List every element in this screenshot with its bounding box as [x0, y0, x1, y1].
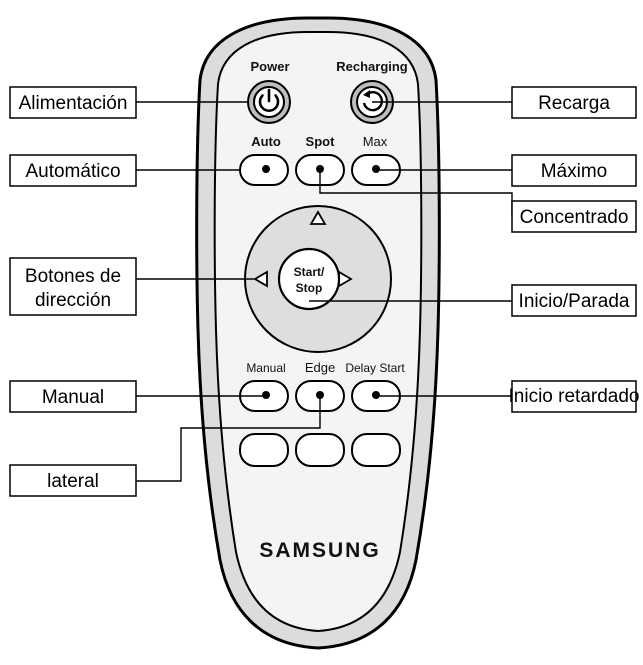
manual-button-dot — [262, 391, 270, 399]
left-arrow-icon[interactable] — [253, 270, 268, 288]
max-button-label: Max — [363, 134, 388, 149]
recharging-button-label: Recharging — [336, 59, 408, 74]
auto-button-label: Auto — [251, 134, 281, 149]
label-recarga: Recarga — [538, 93, 610, 114]
delay-start-button-label: Delay Start — [345, 361, 405, 375]
label-botones-line2: dirección — [35, 290, 111, 311]
delay-start-button-dot — [372, 391, 380, 399]
start-stop-button[interactable] — [277, 247, 341, 311]
label-box-recarga — [511, 86, 637, 119]
up-arrow-icon[interactable] — [309, 210, 327, 225]
label-box-manual — [9, 380, 137, 413]
power-button-label: Power — [250, 59, 289, 74]
power-icon — [258, 88, 280, 112]
label-box-automatico — [9, 154, 137, 187]
label-box-inicio-retardado — [511, 380, 637, 413]
start-stop-label-line1: Start/ — [294, 265, 325, 279]
leader-lateral — [136, 396, 321, 482]
label-concentrado: Concentrado — [520, 207, 629, 228]
label-alimentacion: Alimentación — [19, 93, 128, 114]
label-botones-line1: Botones de — [25, 266, 121, 287]
label-box-botones — [9, 257, 137, 316]
edge-button-dot — [316, 391, 324, 399]
max-button-dot — [372, 165, 380, 173]
label-automatico: Automático — [25, 161, 120, 182]
spot-button-label: Spot — [306, 134, 336, 149]
power-button[interactable] — [247, 80, 291, 124]
label-box-maximo — [511, 154, 637, 187]
edge-button-label: Edge — [305, 360, 335, 375]
label-box-alimentacion — [9, 86, 137, 119]
blank-button-middle[interactable] — [295, 433, 345, 467]
label-box-lateral — [9, 464, 137, 497]
label-maximo: Máximo — [541, 161, 608, 182]
label-lateral: lateral — [47, 471, 99, 492]
blank-button-left[interactable] — [239, 433, 289, 467]
recharge-arrow-icon — [362, 90, 383, 112]
brand-logo: SAMSUNG — [259, 539, 380, 562]
label-manual: Manual — [42, 387, 104, 408]
label-box-inicio-parada — [511, 284, 637, 317]
auto-button-dot — [262, 165, 270, 173]
start-stop-label-line2: Stop — [296, 281, 323, 295]
manual-button-label: Manual — [246, 361, 285, 375]
label-inicio-retardado: Inicio retardado — [509, 386, 640, 407]
blank-button-right[interactable] — [351, 433, 401, 467]
label-box-concentrado — [511, 200, 637, 233]
label-inicio-parada: Inicio/Parada — [519, 291, 630, 312]
